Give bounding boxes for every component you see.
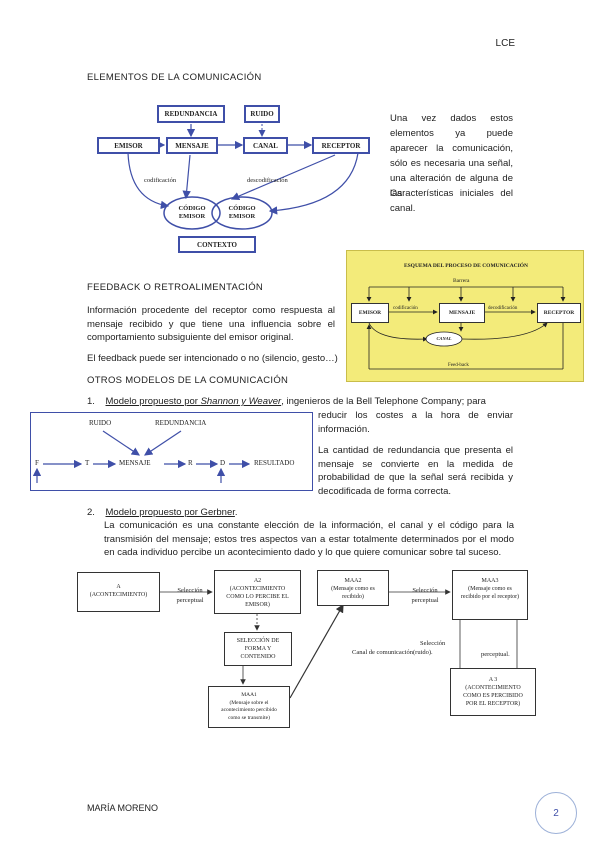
shannon-t: T	[85, 459, 90, 467]
side-paragraph-1: Una vez dados estos elementos ya puede a…	[390, 113, 513, 199]
model1-paragraph-2: La cantidad de redundancia que presenta …	[318, 445, 513, 497]
shannon-f: F	[35, 459, 39, 467]
feedback-paragraph-2: El feedback puede ser intencionado o no …	[87, 353, 338, 364]
model2-paragraph: La comunicación es una constante elecció…	[104, 520, 514, 558]
diagram-gerbner: A (ACONTECIMIENTO) Selección perceptual …	[77, 570, 536, 728]
side-paragraph-2: Características iniciales del canal.	[390, 188, 513, 214]
scheme-codificacion: codificación	[393, 306, 418, 311]
model2-heading: 2. Modelo propuesto por Gerbner.	[87, 506, 238, 519]
footer-author: MARÍA MORENO	[87, 803, 159, 813]
model1-number: 1.	[87, 396, 95, 407]
codificacion-label: codificación	[144, 177, 177, 184]
scheme-barrera: Barrera	[453, 278, 470, 284]
scheme-receptor: RECEPTOR	[537, 303, 581, 323]
shannon-resultado: RESULTADO	[254, 459, 295, 467]
gerbner-seleccion-1: Selección perceptual	[176, 587, 204, 604]
codigo-emisor-left: CÓDIGO EMISOR	[178, 205, 206, 220]
scheme-title: ESQUEMA DEL PROCESO DE COMUNICACIÓN	[403, 263, 529, 269]
model1-title-part1: Modelo propuesto por	[105, 396, 201, 407]
page-number: 2	[535, 792, 577, 834]
gerbner-a2: A2 (ACONTECIMIENTO COMO LO PERCIBE EL EM…	[214, 570, 301, 614]
diagram-gerbner-arrows	[160, 589, 518, 699]
model1-heading: 1. Modelo propuesto por Shannon y Weaver…	[87, 395, 512, 408]
diagram-shannon: RUIDO REDUNDANCIA F T MENSAJE R D RESULT…	[30, 412, 313, 491]
model2-title-end: .	[234, 507, 238, 518]
diagram-elements-arrows	[127, 124, 359, 230]
model1-title-part2: Shannon y Weaver	[200, 396, 282, 407]
scheme-decodificacion: decodificación	[488, 306, 518, 311]
shannon-d: D	[220, 459, 226, 467]
gerbner-maa1: MAA1 (Mensaje sobre el acontecimiento pe…	[208, 686, 290, 728]
shannon-ruido: RUIDO	[89, 419, 112, 427]
model1-line2: reducir los costes a la hora de enviar i…	[318, 410, 513, 435]
model1-title-rest: , ingenieros de la Bell Telephone Compan…	[281, 396, 486, 407]
gerbner-seleccion-2: Selección perceptual	[411, 587, 439, 604]
diagram-elements: REDUNDANCIA RUIDO EMISOR MENSAJE CANAL R…	[0, 0, 599, 260]
model2-number: 2.	[87, 507, 95, 518]
gerbner-maa3: MAA3 (Mensaje como es recibido por el re…	[452, 570, 528, 620]
scheme-feedback: Feed-back	[447, 363, 470, 368]
gerbner-seleccion-3: Selección	[420, 640, 446, 647]
section-title-otros-modelos: OTROS MODELOS DE LA COMUNICACIÓN	[87, 375, 289, 386]
diagram-scheme: ESQUEMA DEL PROCESO DE COMUNICACIÓN Barr…	[346, 250, 584, 382]
redundancia-box: REDUNDANCIA	[157, 105, 225, 123]
descodificacion-label: descodificación	[247, 177, 288, 184]
codigo-emisor-right: CÓDIGO EMISOR	[228, 205, 256, 220]
emisor-box: EMISOR	[97, 137, 160, 154]
scheme-mensaje: MENSAJE	[439, 303, 485, 323]
ruido-box: RUIDO	[244, 105, 280, 123]
canal-box: CANAL	[243, 137, 288, 154]
gerbner-maa2: MAA2 (Mensaje como es recibido)	[317, 570, 389, 606]
shannon-mensaje: MENSAJE	[119, 459, 151, 467]
header-code: LCE	[495, 38, 515, 49]
gerbner-canal: Canal de comunicación(ruido).	[352, 649, 433, 656]
contexto-box: CONTEXTO	[178, 236, 256, 253]
scheme-canal: CANAL	[436, 336, 452, 341]
receptor-box: RECEPTOR	[312, 137, 370, 154]
gerbner-seleccion-forma: SELECCIÓN DE FORMA Y CONTENIDO	[224, 632, 292, 666]
shannon-r: R	[188, 459, 193, 467]
diagram-shannon-arrows	[32, 430, 251, 483]
scheme-emisor: EMISOR	[351, 303, 389, 323]
gerbner-a: A (ACONTECIMIENTO)	[77, 572, 160, 612]
section-title-elementos: ELEMENTOS DE LA COMUNICACIÓN	[87, 72, 262, 83]
feedback-paragraph-1: Información procedente del receptor como…	[87, 305, 335, 343]
gerbner-perceptual: perceptual.	[481, 651, 510, 658]
gerbner-a3: A 3 (ACONTECIMIENTO COMO ES PERCIBIDO PO…	[450, 668, 536, 716]
model2-title: Modelo propuesto por Gerbner	[105, 507, 235, 518]
shannon-redundancia: REDUNDANCIA	[155, 419, 207, 427]
diagram-scheme-arrows	[366, 286, 566, 370]
section-title-feedback: FEEDBACK O RETROALIMENTACIÓN	[87, 282, 264, 293]
mensaje-box: MENSAJE	[166, 137, 218, 154]
